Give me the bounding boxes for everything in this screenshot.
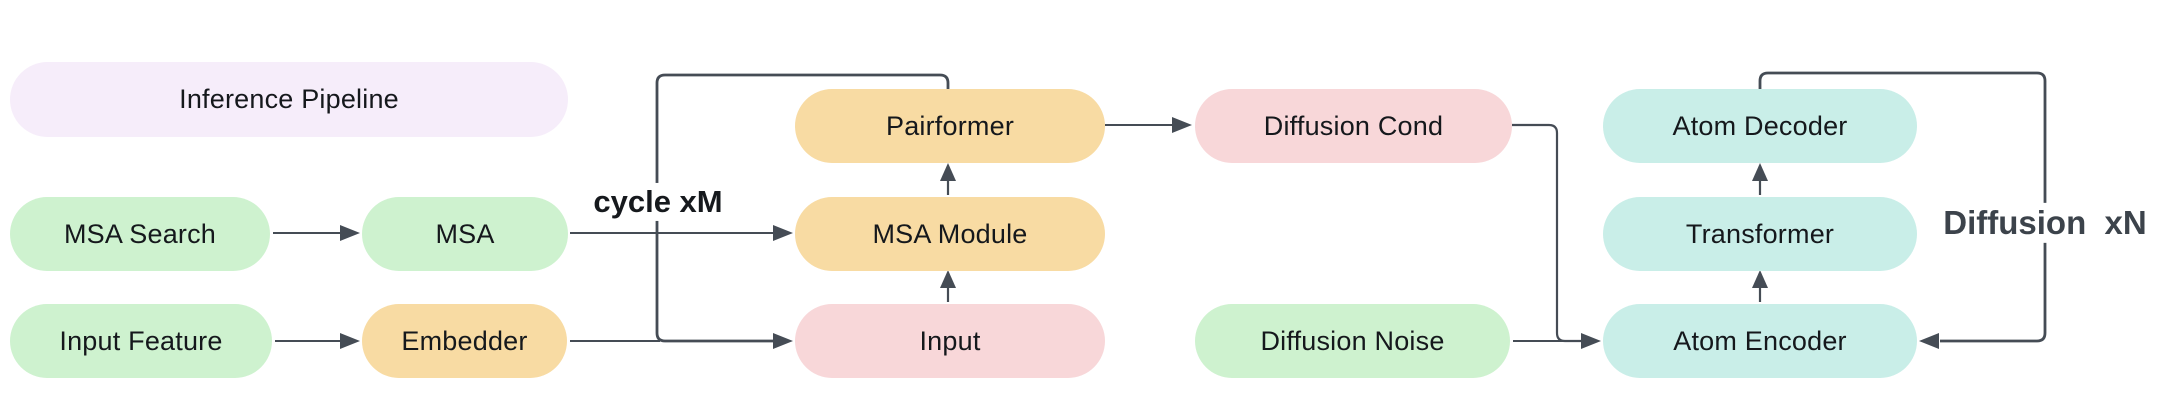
cycle-loop-pairformer-to-input (655, 73, 950, 349)
diffusion-loop-label: Diffusion xN (1935, 202, 2155, 244)
arrow-atom-encoder-to-transformer (1752, 270, 1768, 302)
wire-diffusion-cond-to-atom-encoder (1512, 123, 1582, 343)
node-label: MSA Module (872, 218, 1028, 249)
node-embedder: Embedder (362, 304, 567, 378)
node-label: Diffusion Cond (1263, 110, 1444, 141)
arrow-input-feature-to-embedder (275, 333, 360, 349)
cycle-loop-label: cycle xM (585, 182, 731, 222)
arrow-input-to-msa-module (940, 270, 956, 302)
node-label: Transformer (1685, 218, 1835, 249)
node-label: Pairformer (885, 110, 1015, 141)
arrow-transformer-to-atom-decoder (1752, 163, 1768, 195)
node-atom-encoder: Atom Encoder (1603, 304, 1917, 378)
node-atom-decoder: Atom Decoder (1603, 89, 1917, 163)
node-msa: MSA (362, 197, 568, 271)
node-label: MSA (435, 218, 495, 249)
node-input-feature: Input Feature (10, 304, 272, 378)
node-pairformer: Pairformer (795, 89, 1105, 163)
node-transformer: Transformer (1603, 197, 1917, 271)
arrow-msa-search-to-msa (273, 225, 360, 241)
title-badge: Inference Pipeline (10, 62, 568, 137)
node-diffusion-noise: Diffusion Noise (1195, 304, 1510, 378)
diffusion-loop-atom-decoder-to-atom-encoder (1758, 71, 2047, 349)
node-label: Input (919, 325, 981, 356)
node-msa-search: MSA Search (10, 197, 270, 271)
node-label: Input Feature (59, 325, 223, 356)
node-input: Input (795, 304, 1105, 378)
node-label: Atom Encoder (1673, 325, 1847, 356)
arrow-diffusion-noise-to-atom-encoder (1513, 333, 1601, 349)
arrow-msa-to-msa-module (570, 225, 793, 241)
node-label: MSA Search (63, 218, 217, 249)
node-diffusion-cond: Diffusion Cond (1195, 89, 1512, 163)
arrow-msa-module-to-pairformer (940, 163, 956, 195)
diagram-title: Inference Pipeline (179, 84, 399, 114)
node-label: Embedder (401, 325, 528, 356)
arrow-pairformer-to-diffusion-cond (1105, 117, 1192, 133)
node-label: Diffusion Noise (1260, 325, 1445, 356)
node-msa-module: MSA Module (795, 197, 1105, 271)
node-label: Atom Decoder (1672, 110, 1848, 141)
